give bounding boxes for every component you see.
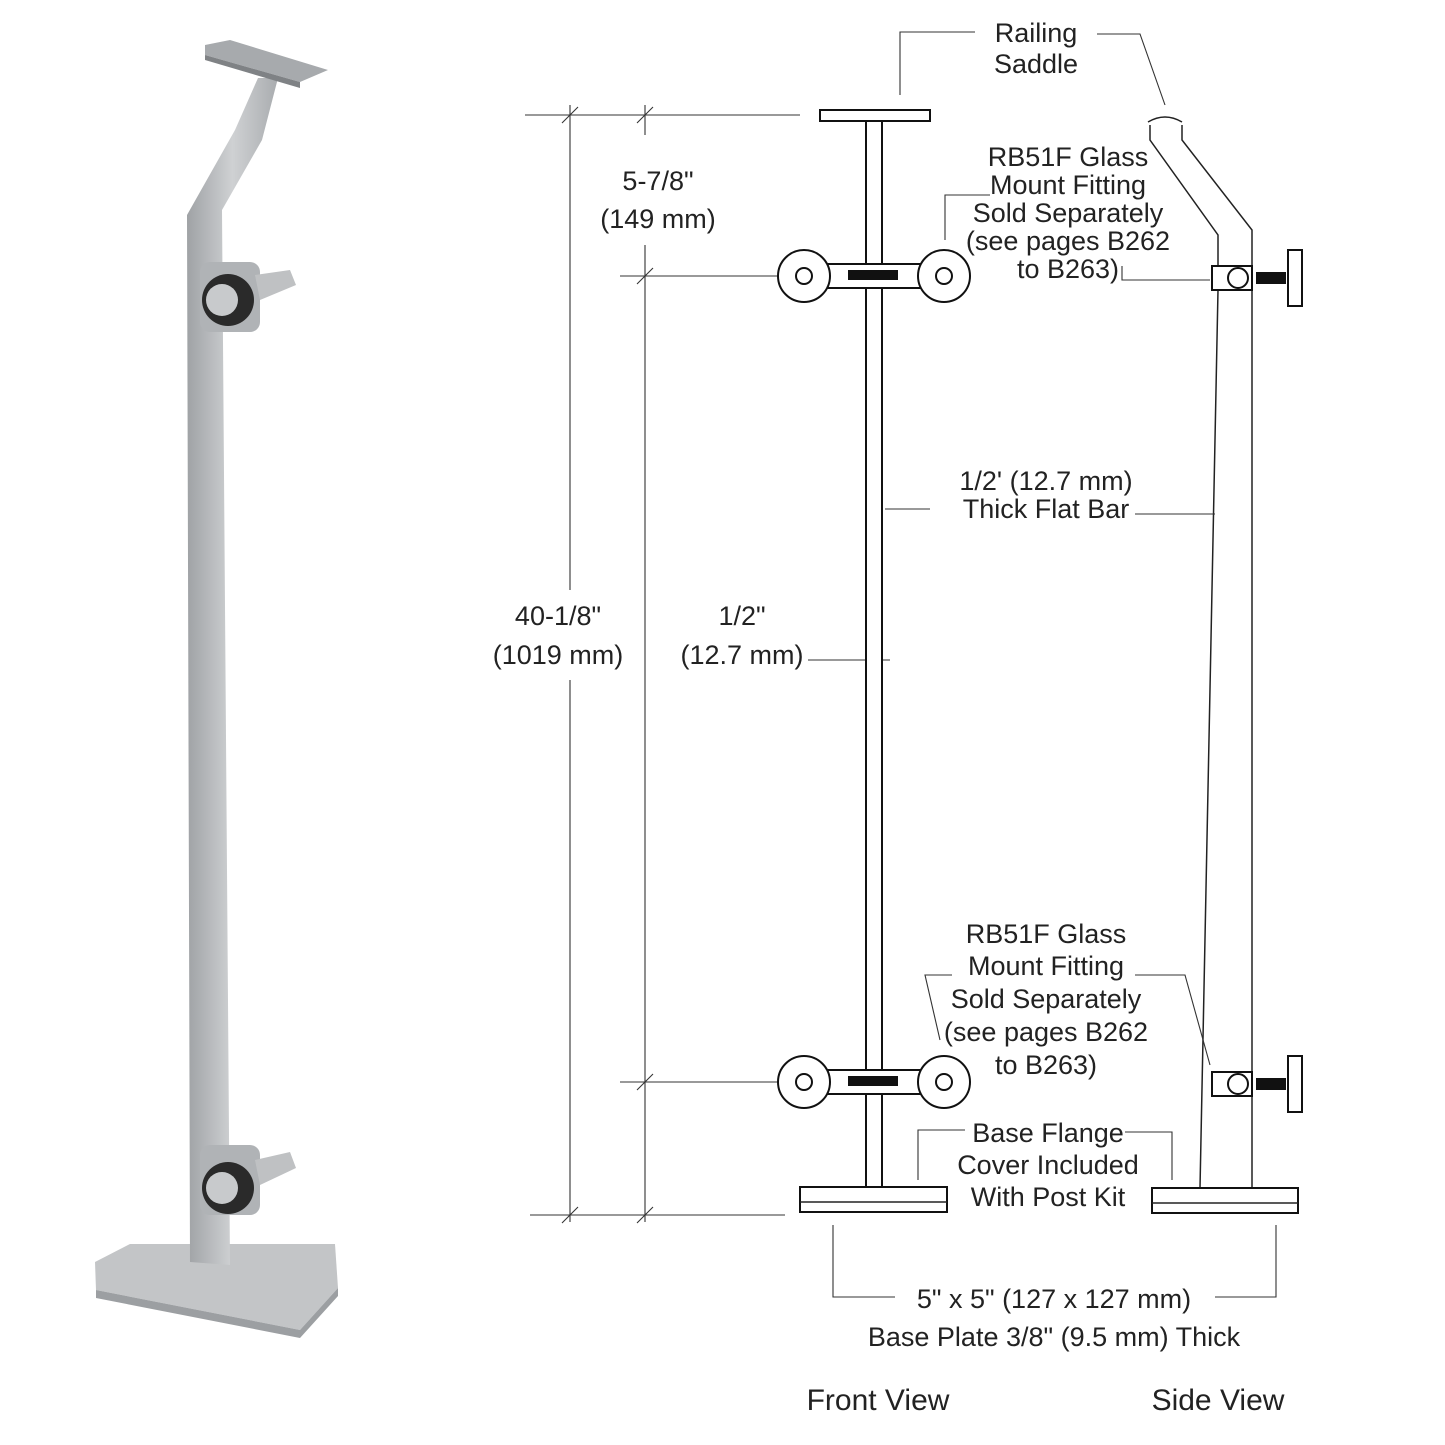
front-view-caption: Front View: [807, 1384, 950, 1417]
side-view-drawing: [1147, 116, 1303, 1214]
bar-width-label-mm: (12.7 mm): [680, 640, 803, 670]
dimension-lines: [525, 105, 890, 1224]
overall-height-label: 40-1/8": [515, 601, 601, 631]
base-plate-label-2: Base Plate 3/8" (9.5 mm) Thick: [868, 1322, 1241, 1352]
top-offset-label: 5-7/8": [622, 166, 693, 196]
leader-lines: [832, 31, 1277, 1298]
side-view-caption: Side View: [1152, 1384, 1285, 1417]
fitting-side-top: [1211, 249, 1303, 307]
fitting-top-label-2: Mount Fitting: [990, 170, 1146, 200]
post-photo: [187, 78, 278, 1265]
fitting-front-bottom: [777, 1055, 971, 1109]
fitting-bottom-label-2: Mount Fitting: [968, 951, 1124, 981]
railing-saddle-label: Railing: [995, 18, 1078, 48]
fitting-bottom-label-3: Sold Separately: [951, 984, 1142, 1014]
fitting-front-top: [777, 249, 971, 303]
fitting-photo-bottom: [200, 1145, 296, 1215]
base-flange-front: [799, 1186, 948, 1213]
base-flange-label-3: With Post Kit: [971, 1182, 1126, 1212]
base-flange-label: Base Flange: [972, 1118, 1124, 1148]
saddle-front: [819, 109, 931, 122]
fitting-side-bottom: [1211, 1055, 1303, 1113]
fitting-top-label-3: Sold Separately: [973, 198, 1164, 228]
overall-height-label-mm: (1019 mm): [493, 640, 624, 670]
saddle-photo: [205, 40, 328, 82]
flat-bar-label: 1/2' (12.7 mm): [959, 466, 1132, 496]
base-plate-photo: [95, 1244, 338, 1330]
fitting-top-label-4: (see pages B262: [966, 226, 1170, 256]
labels: Railing Saddle RB51F Glass Mount Fitting…: [493, 18, 1285, 1417]
base-flange-label-2: Cover Included: [957, 1150, 1139, 1180]
fitting-photo-top: [200, 262, 296, 332]
bar-width-label: 1/2": [718, 601, 765, 631]
fitting-bottom-label-5: to B263): [995, 1050, 1097, 1080]
base-plate-label: 5" x 5" (127 x 127 mm): [917, 1284, 1191, 1314]
fitting-top-label-5: to B263): [1017, 254, 1119, 284]
railing-saddle-label-2: Saddle: [994, 49, 1078, 79]
fitting-bottom-label-4: (see pages B262: [944, 1017, 1148, 1047]
base-flange-side: [1151, 1187, 1299, 1214]
front-view-drawing: [777, 109, 971, 1213]
flat-bar-label-2: Thick Flat Bar: [963, 494, 1130, 524]
fitting-bottom-label: RB51F Glass: [966, 919, 1127, 949]
fitting-top-label: RB51F Glass: [988, 142, 1149, 172]
top-offset-label-mm: (149 mm): [600, 204, 716, 234]
product-photo: [95, 40, 338, 1338]
